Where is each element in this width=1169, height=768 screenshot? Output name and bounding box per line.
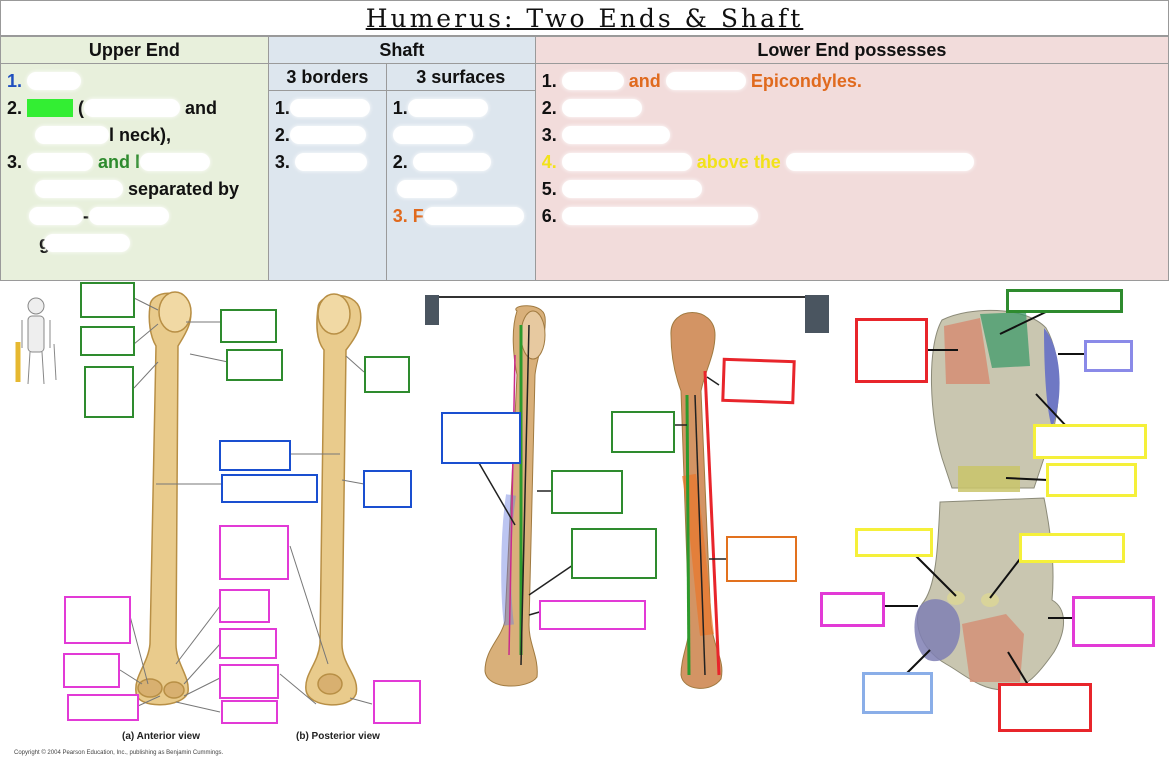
- label-box-lateral-epicondyle-posterior[interactable]: [1072, 596, 1155, 647]
- label-box-posterior-shaft[interactable]: [363, 470, 412, 508]
- label-box-anterior-border[interactable]: [611, 411, 675, 453]
- label-box-olecranon-fossa[interactable]: [373, 680, 421, 724]
- label-box-lateral-supracondylar-ridge[interactable]: [219, 525, 289, 580]
- lower-end-anterior-view: [930, 309, 1060, 492]
- lower-end-cell: 1. and Epicondyles. 2. 3. 4. above the 5…: [534, 63, 1169, 281]
- page-title: Humerus: Two Ends & Shaft: [365, 4, 804, 33]
- label-box-coronoid-fossa[interactable]: [219, 628, 277, 659]
- lower-item-4: 4. above the: [542, 149, 1168, 176]
- label-box-trochlea[interactable]: [67, 694, 139, 721]
- border-item-3: 3.: [275, 149, 386, 176]
- label-box-anteromedial-surface[interactable]: [551, 470, 623, 514]
- surface-item-2: 2.: [393, 149, 535, 176]
- label-box-medial-epicondyle-posterior[interactable]: [820, 592, 885, 627]
- label-box-radial-fossa-detail[interactable]: [1019, 533, 1125, 563]
- page-title-bar: Humerus: Two Ends & Shaft: [0, 0, 1169, 36]
- label-box-surgical-neck[interactable]: [364, 356, 410, 393]
- border-item-2: 2.: [275, 122, 386, 149]
- upper-item-3: 3. and l: [7, 149, 268, 176]
- surface-item-1b: [392, 122, 535, 149]
- label-box-trochlea-posterior[interactable]: [998, 683, 1092, 732]
- figure-anterior-posterior: (a) Anterior view (b) Posterior view Cop…: [0, 284, 422, 763]
- label-box-anterolateral-surface[interactable]: [571, 528, 657, 579]
- surface-item-3: 3. F: [393, 203, 535, 230]
- humerus-anterior-bone: [135, 291, 192, 706]
- caption-posterior-view: (b) Posterior view: [296, 731, 380, 742]
- surface-item-1: 1.: [393, 95, 535, 122]
- lower-item-6: 6.: [542, 203, 1168, 230]
- label-box-radial-fossa[interactable]: [219, 589, 270, 623]
- lower-end-posterior-view: [914, 497, 1065, 691]
- caption-anterior-view: (a) Anterior view: [122, 731, 200, 742]
- lower-item-1: 1. and Epicondyles.: [541, 71, 862, 91]
- shaft-bone-posterior: [670, 312, 723, 689]
- lower-end-leader-lines: [884, 309, 1084, 689]
- label-box-medial-supracondylar-ridge[interactable]: [64, 596, 131, 644]
- label-box-intertubercular-groove[interactable]: [84, 366, 134, 418]
- shaft-header: Shaft: [267, 36, 536, 64]
- humerus-shaft-illustration: [425, 295, 829, 689]
- label-box-posterior-surface[interactable]: [726, 536, 797, 582]
- borders-cell: 1. 2. 3.: [267, 90, 387, 281]
- lower-item-5: 5.: [542, 176, 1168, 203]
- humerus-summary-table: Upper End Shaft Lower End possesses 1. 2…: [0, 36, 1169, 281]
- skeleton-thumbnail-icon: [15, 297, 57, 385]
- label-box-medial-epicondyle[interactable]: [63, 653, 120, 688]
- label-box-greater-tubercle[interactable]: [80, 282, 135, 318]
- label-box-head[interactable]: [220, 309, 277, 343]
- label-box-capitulum-detail[interactable]: [1006, 289, 1123, 313]
- lower-item-3: 3.: [542, 122, 1168, 149]
- label-box-medial-surface[interactable]: [539, 600, 646, 630]
- lower-end-header: Lower End possesses: [534, 36, 1169, 64]
- shaft-bone-anterior: [484, 305, 546, 687]
- border-item-1: 1.: [275, 95, 386, 122]
- label-box-lateral-epicondyle-detail[interactable]: [855, 318, 928, 383]
- label-box-medial-border-surface[interactable]: [441, 412, 521, 464]
- label-box-trochlea-detail[interactable]: [1046, 463, 1137, 497]
- upper-end-header: Upper End: [0, 36, 269, 64]
- figure-shaft-borders-surfaces: [425, 295, 829, 693]
- label-box-lateral-epicondyle[interactable]: [221, 700, 278, 724]
- lower-item-2: 2.: [542, 95, 1168, 122]
- label-box-olecranon-fossa-detail[interactable]: [855, 528, 933, 557]
- label-box-radial-groove[interactable]: [221, 474, 318, 503]
- label-box-capitulum[interactable]: [219, 664, 279, 699]
- humerus-lower-end-illustration: [884, 309, 1084, 691]
- upper-item-3d: g: [7, 230, 268, 257]
- copyright-notice: Copyright © 2004 Pearson Education, Inc.…: [14, 750, 224, 756]
- upper-item-2: 2. ( and: [7, 98, 218, 118]
- surface-item-2b: [393, 176, 535, 203]
- label-box-lesser-tubercle[interactable]: [80, 326, 135, 356]
- humerus-anterior-posterior-illustration: [15, 291, 373, 713]
- label-box-lateral-border[interactable]: [721, 357, 796, 405]
- label-box-medial-epicondyle-detail[interactable]: [1084, 340, 1133, 372]
- label-box-deltoid-tuberosity[interactable]: [219, 440, 291, 471]
- label-box-coronoid-fossa-detail[interactable]: [1033, 424, 1147, 459]
- humerus-posterior-bone: [305, 293, 362, 706]
- upper-item-1: 1.: [7, 68, 268, 95]
- label-box-anatomical-neck[interactable]: [226, 349, 283, 381]
- upper-item-2b: l neck),: [7, 122, 268, 149]
- borders-header: 3 borders: [267, 63, 387, 91]
- surfaces-cell: 1. 2. 3. F: [385, 90, 536, 281]
- upper-item-3c: -: [7, 203, 268, 230]
- upper-item-3b: separated by: [7, 176, 268, 203]
- upper-end-cell: 1. 2. ( and l neck), 3. and l separated …: [0, 63, 269, 281]
- figure-lower-end-detail: [830, 288, 1169, 738]
- leader-lines: [119, 297, 373, 713]
- surfaces-header: 3 surfaces: [385, 63, 536, 91]
- label-box-groove-ulnar-nerve[interactable]: [862, 672, 933, 714]
